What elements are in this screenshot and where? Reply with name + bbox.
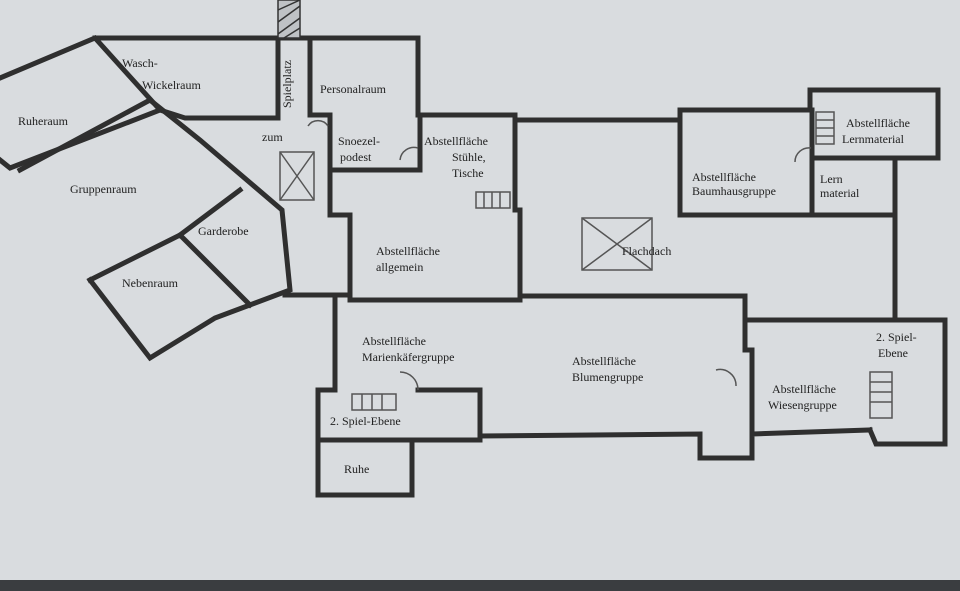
label-zum: zum: [262, 130, 283, 144]
wall-marien: [315, 297, 483, 498]
label-lern-1: Lern: [820, 172, 843, 186]
wall-garderobe: [176, 186, 244, 239]
label-abst-marien-2: Marienkäfergruppe: [362, 350, 455, 364]
label-spiel-ebene-right-2: Ebene: [878, 346, 908, 360]
spielplatz-box: [279, 151, 315, 201]
label-abst-wiesen-1: Abstellfläche: [772, 382, 836, 396]
door-arc: [399, 146, 419, 161]
label-gruppenraum: Gruppenraum: [70, 182, 137, 196]
scan-edge: [0, 580, 960, 591]
label-abst-wiesen-2: Wiesengruppe: [768, 398, 837, 412]
label-abst-baum-2: Baumhausgruppe: [692, 184, 776, 198]
label-garderobe: Garderobe: [198, 224, 249, 238]
label-abst-marien-1: Abstellfläche: [362, 334, 426, 348]
flachdach-skylight: [581, 217, 653, 271]
wall-blumen: [477, 427, 873, 461]
label-flachdach: Flachdach: [622, 244, 672, 258]
label-abst-stuehle-1: Abstellfläche: [424, 134, 488, 148]
label-personalraum: Personalraum: [320, 82, 386, 96]
wall-gruppenraum: [16, 97, 293, 362]
label-abst-stuehle-2: Stühle,: [452, 150, 486, 164]
door-arc: [307, 119, 329, 127]
label-nebenraum: Nebenraum: [122, 276, 178, 290]
wall-stuehle: [417, 112, 518, 213]
label-ruhe: Ruhe: [344, 462, 370, 476]
label-abst-blumen-2: Blumengruppe: [572, 370, 644, 384]
wall-wiesen: [742, 317, 755, 433]
door-arc: [399, 371, 419, 391]
label-lern-2: material: [820, 186, 860, 200]
label-wickelraum: Wickelraum: [142, 78, 201, 92]
wall-allgemein: [347, 207, 523, 303]
label-spiel-ebene-right-1: 2. Spiel-: [876, 330, 917, 344]
wall-spiel-right: [862, 317, 948, 447]
label-abst-baum-1: Abstellfläche: [692, 170, 756, 184]
stairs: [351, 111, 893, 419]
label-spielplatz: Spielplatz: [280, 60, 294, 108]
label-snoezel: Snoezel-: [338, 134, 380, 148]
wall-wasch: [92, 35, 281, 121]
label-wasch: Wasch-: [122, 56, 158, 70]
label-ruheraum: Ruheraum: [18, 114, 68, 128]
label-abst-allg-1: Abstellfläche: [376, 244, 440, 258]
label-abst-blumen-1: Abstellfläche: [572, 354, 636, 368]
door-arc: [715, 368, 737, 387]
wall-baumhaus: [677, 107, 893, 218]
chimney: [277, 0, 301, 39]
label-podest: podest: [340, 150, 372, 164]
label-spiel-ebene-left: 2. Spiel-Ebene: [330, 414, 401, 428]
label-abst-lern-1: Abstellfläche: [846, 116, 910, 130]
label-abst-allg-2: allgemein: [376, 260, 424, 274]
label-abst-stuehle-3: Tische: [452, 166, 484, 180]
label-abst-lern-2: Lernmaterial: [842, 132, 904, 146]
wall-nebenraum: [86, 231, 254, 309]
door-arc: [794, 147, 812, 163]
